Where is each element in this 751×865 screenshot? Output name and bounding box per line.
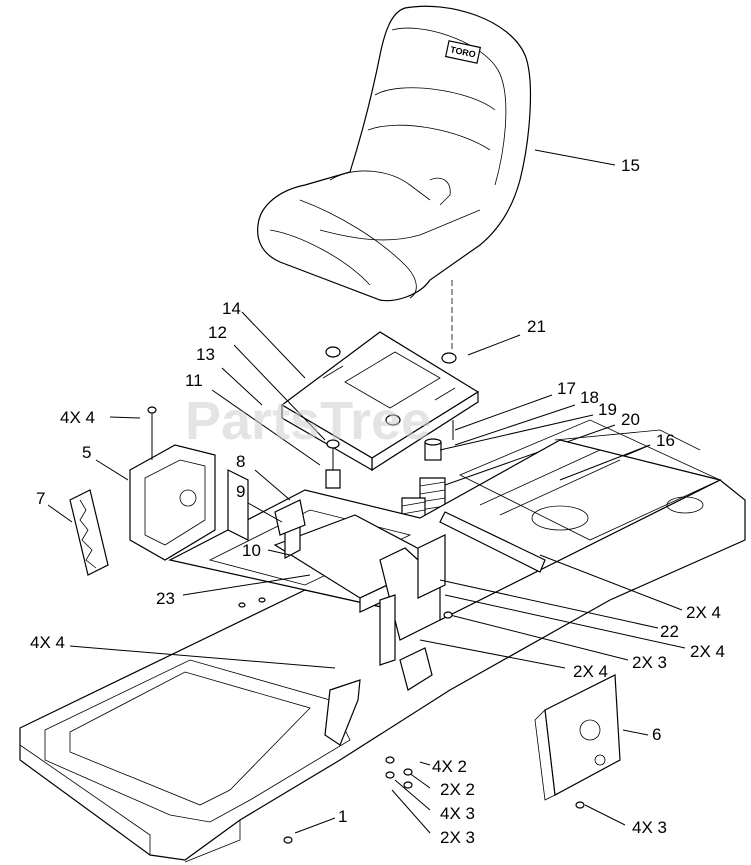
label-15: 15 xyxy=(621,156,640,175)
label-17: 17 xyxy=(557,379,576,398)
seat-plate xyxy=(280,331,480,472)
label-21: 21 xyxy=(527,317,546,336)
label-6: 6 xyxy=(652,725,662,744)
fasteners xyxy=(238,597,585,844)
seat xyxy=(257,5,532,302)
label-22: 22 xyxy=(660,622,679,641)
label-4x2: 4X 2 xyxy=(432,757,467,776)
label-19: 19 xyxy=(598,400,617,419)
label-4x3-a: 4X 3 xyxy=(440,804,475,823)
label-12: 12 xyxy=(208,323,227,342)
label-1: 1 xyxy=(338,807,348,826)
bracket-7 xyxy=(69,489,109,576)
label-16: 16 xyxy=(656,431,675,450)
label-10: 10 xyxy=(242,541,261,560)
label-14: 14 xyxy=(222,299,241,318)
label-23: 23 xyxy=(156,589,175,608)
label-7: 7 xyxy=(36,489,46,508)
label-2x2: 2X 2 xyxy=(440,780,475,799)
label-4x4-left: 4X 4 xyxy=(30,633,65,652)
label-8: 8 xyxy=(236,452,246,471)
label-5: 5 xyxy=(82,443,92,462)
label-13: 13 xyxy=(196,345,215,364)
label-4x4-top: 4X 4 xyxy=(60,408,95,427)
label-2x4-b: 2X 4 xyxy=(690,642,725,661)
label-2x3-a: 2X 3 xyxy=(632,653,667,672)
label-2x3-b: 2X 3 xyxy=(440,828,475,847)
label-9: 9 xyxy=(236,482,246,501)
bracket-5 xyxy=(129,444,249,561)
label-20: 20 xyxy=(621,410,640,429)
label-2x4-c: 2X 4 xyxy=(573,662,608,681)
side-plate-6 xyxy=(534,674,621,801)
center-bracket xyxy=(273,499,546,691)
label-4x3-b: 4X 3 xyxy=(632,818,667,837)
label-18: 18 xyxy=(580,388,599,407)
label-2x4-a: 2X 4 xyxy=(686,603,721,622)
watermark: PartsTree xyxy=(185,391,432,451)
label-11: 11 xyxy=(185,371,203,390)
